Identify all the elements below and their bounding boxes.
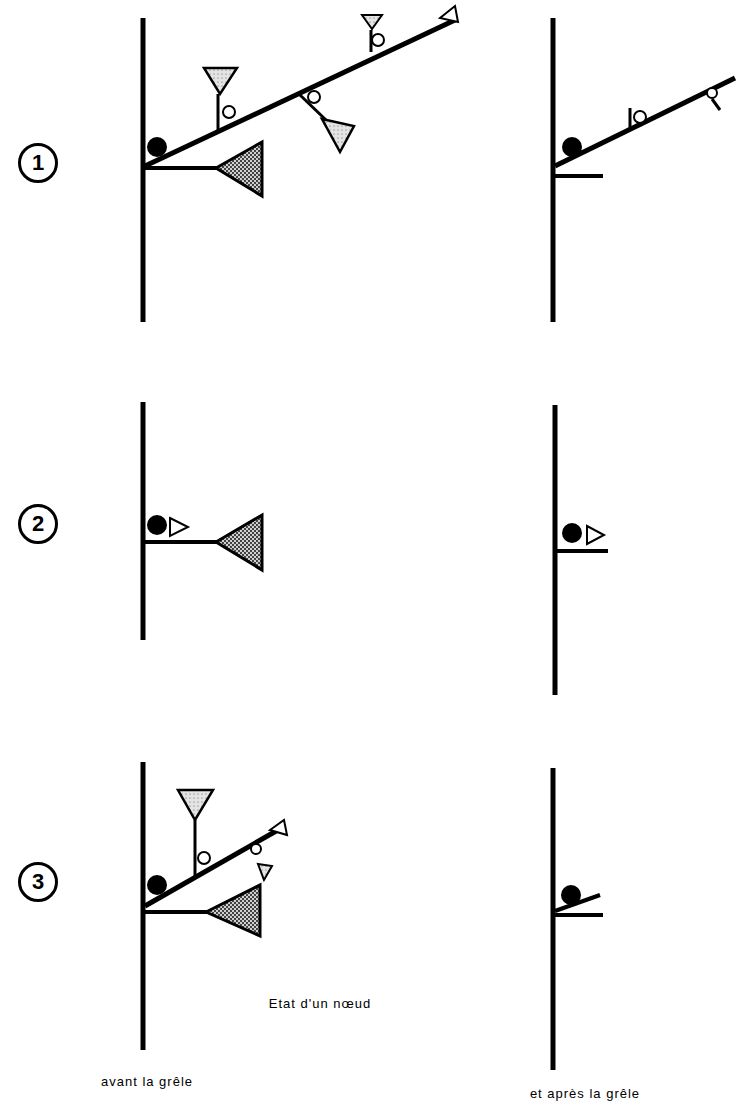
node-before-2 (143, 402, 262, 640)
callout-circle: 3 (18, 862, 58, 902)
callout-number: 3 (32, 871, 44, 893)
caption-text: avant la grêle (99, 1074, 195, 1089)
node-before-3 (143, 762, 287, 1050)
caption-text: et après la grêle (528, 1086, 642, 1101)
node-after-2 (555, 405, 608, 695)
caption-text: Etat d'un nœud (267, 996, 373, 1011)
node-after-1 (553, 18, 735, 322)
callout-number: 1 (32, 152, 44, 174)
callout-number: 2 (32, 513, 44, 535)
callout-circle: 2 (18, 504, 58, 544)
node-after-3 (553, 768, 603, 1070)
node-before-1 (143, 6, 458, 322)
callout-circle: 1 (18, 143, 58, 183)
